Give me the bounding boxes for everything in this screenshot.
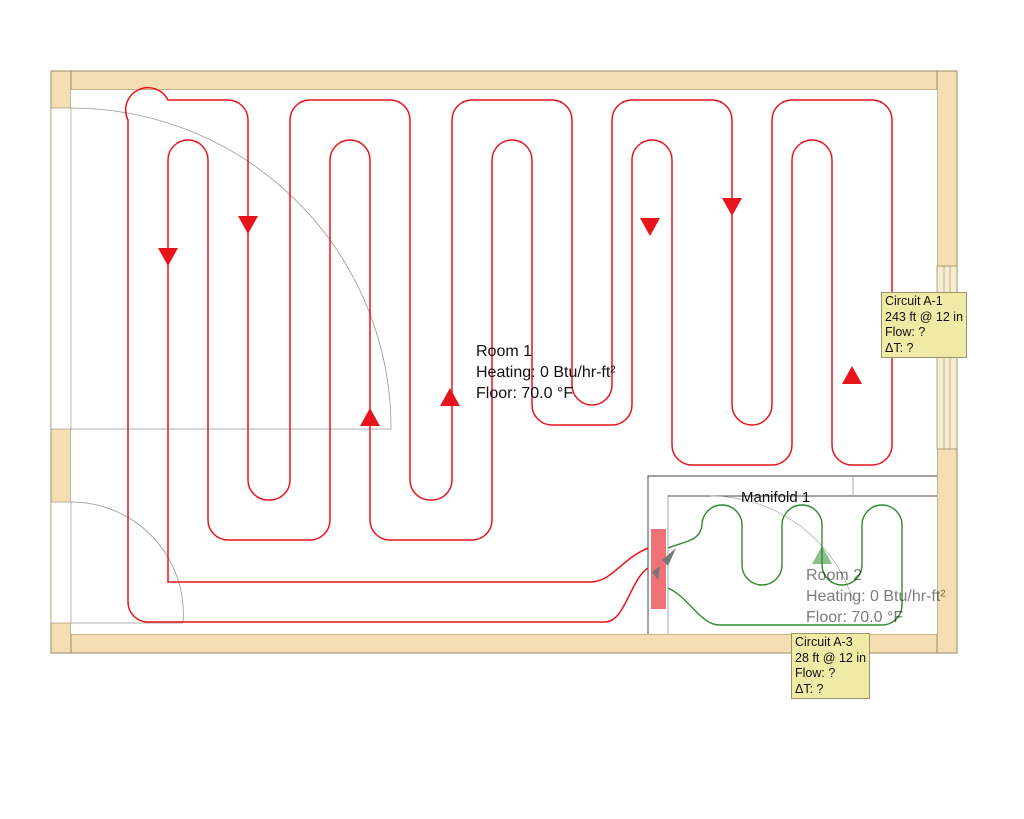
flow-arrow-up [440,388,460,406]
circuit-a1-length: 243 ft @ 12 in [885,309,964,324]
flow-arrow-down [722,198,742,216]
circuit-a1-outer-loop [167,139,893,583]
circuit-a1-flow: Flow: ? [885,325,926,339]
room2-label[interactable]: Room 2 Heating: 0 Btu/hr-ft² Floor: 70.0… [806,565,946,628]
circuit-a1 [124,86,893,623]
circuit-a3-flow: Flow: ? [795,666,836,680]
circuit-a3-name: Circuit A-3 [795,635,853,649]
circuit-a1-note[interactable]: Circuit A-1 243 ft @ 12 in Flow: ? ΔT: ? [881,292,968,358]
circuit-a1-name: Circuit A-1 [885,294,943,308]
circuit-a3-loop [667,504,903,626]
circuit-a1-arrows [158,198,862,426]
room1-floor-temp: Floor: 70.0 °F [476,385,574,402]
circuit-a3-length: 28 ft @ 12 in [795,650,867,665]
room2-wall [647,475,937,634]
door-swings [70,107,392,624]
flow-arrow-down [238,216,258,234]
circuit-a1-inner-loop [124,86,893,623]
manifold-connector-icon [652,566,660,580]
room2-name: Room 2 [806,567,863,584]
door-swing-lower [70,501,184,624]
circuit-a3-note[interactable]: Circuit A-3 28 ft @ 12 in Flow: ? ΔT: ? [791,633,871,699]
manifold-connector-icon [662,548,676,566]
flow-arrow-down [158,248,178,266]
outer-wall-top [50,70,958,91]
circuit-a3 [667,504,903,626]
door-swing-upper [70,107,392,430]
room2-floor-temp: Floor: 70.0 °F [806,609,904,626]
circuit-a3-flow-arrow [812,546,832,564]
door-swing-room2 [709,495,854,601]
manifold-label[interactable]: Manifold 1 [741,489,811,506]
flow-arrow-up [360,408,380,426]
door-opening-left-upper [50,107,72,430]
flow-arrow-up [842,366,862,384]
room1-name: Room 1 [476,343,533,360]
circuit-a1-delta-t: ΔT: ? [885,340,914,355]
room1-label[interactable]: Room 1 Heating: 0 Btu/hr-ft² Floor: 70.0… [476,341,616,404]
room2-heating: Heating: 0 Btu/hr-ft² [806,588,946,605]
manifold[interactable] [651,529,676,609]
door-opening-left-lower [50,501,72,624]
room1-heating: Heating: 0 Btu/hr-ft² [476,364,616,381]
circuit-a3-delta-t: ΔT: ? [795,681,824,696]
flow-arrow-down [640,218,660,236]
